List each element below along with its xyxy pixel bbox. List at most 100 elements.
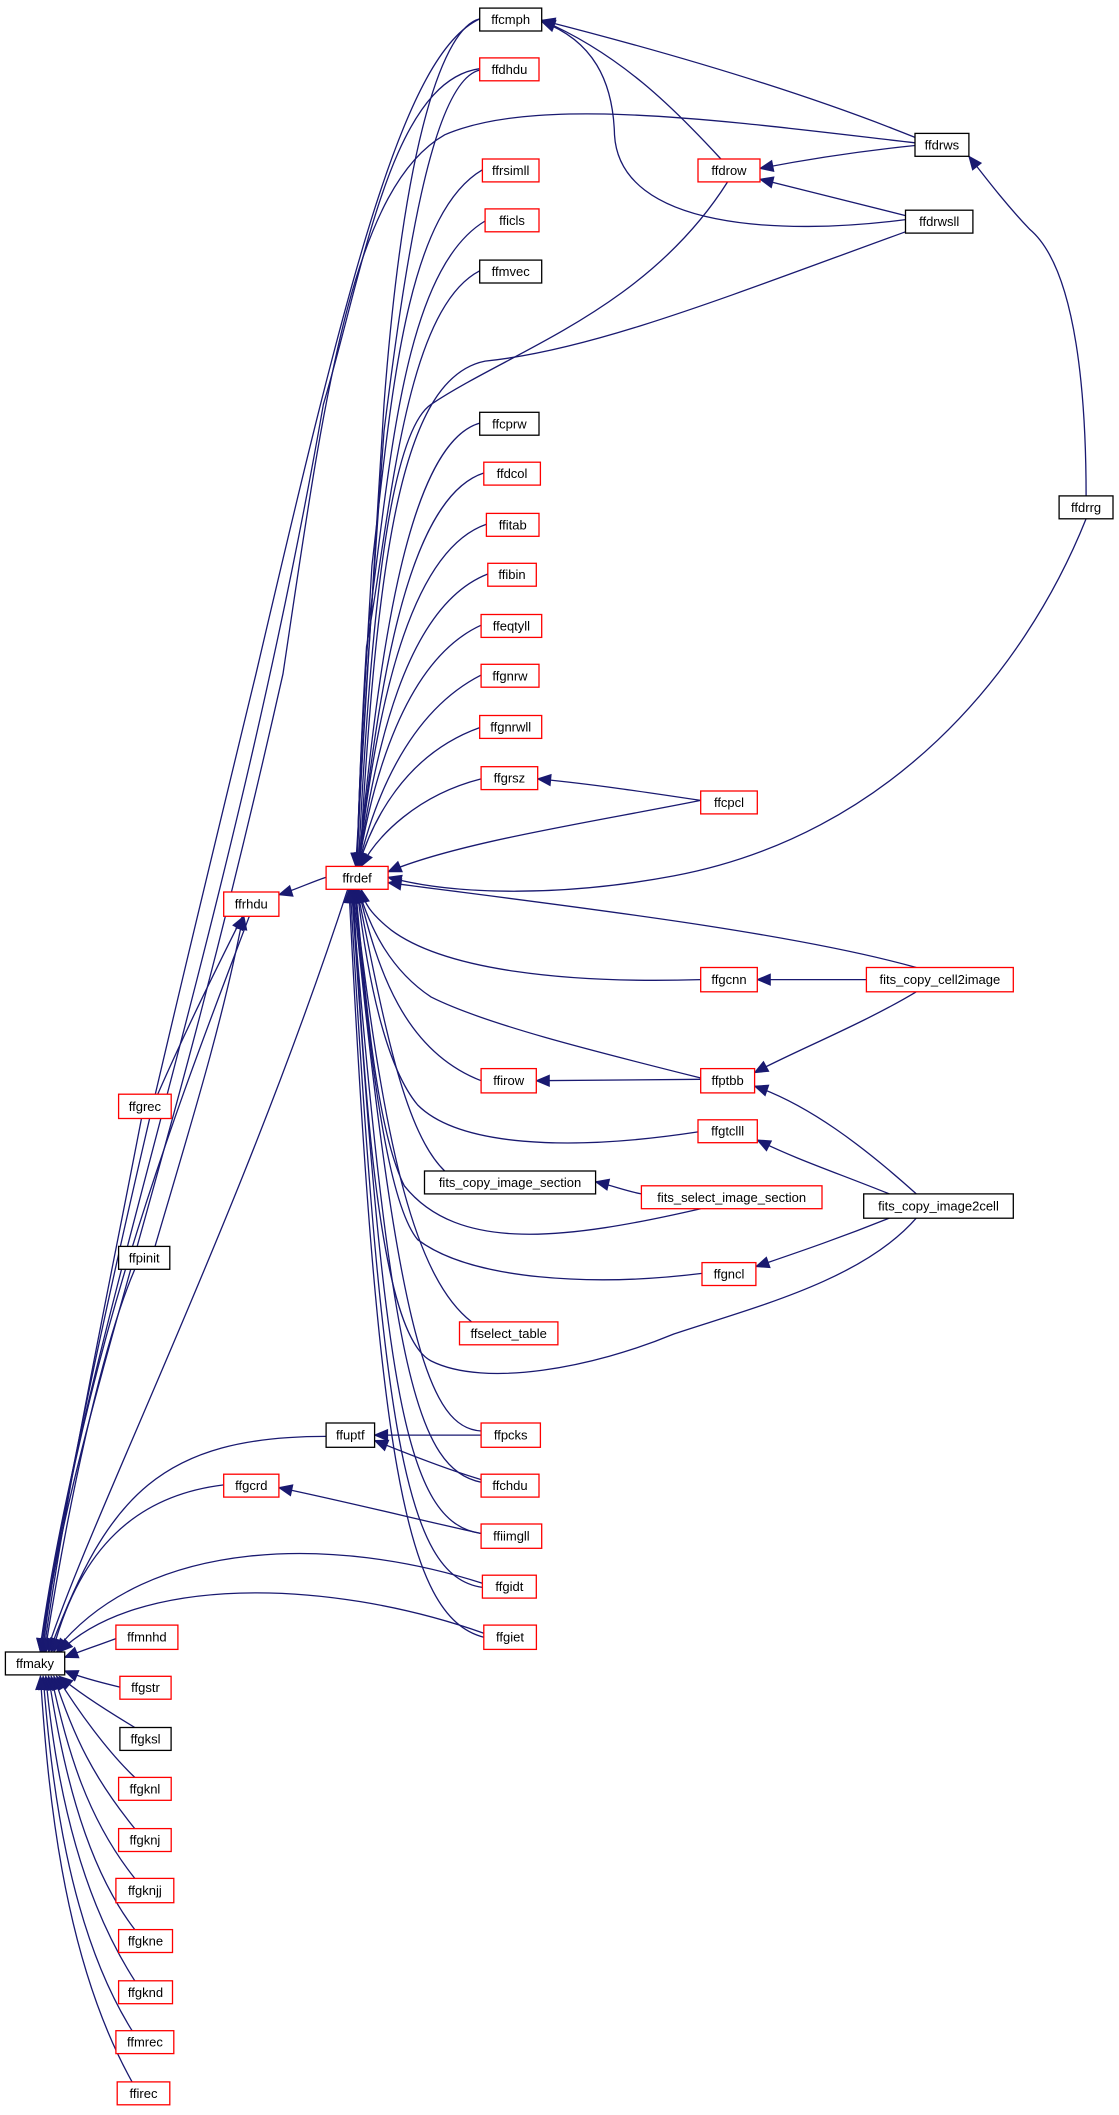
node-ffgcnn[interactable]: ffgcnn xyxy=(700,966,758,993)
node-ffpcks[interactable]: ffpcks xyxy=(480,1422,542,1448)
node-ffgiet[interactable]: ffgiet xyxy=(483,1624,538,1651)
edge-line xyxy=(537,778,701,802)
edge-line xyxy=(387,799,701,873)
node-label: ffmrec xyxy=(127,2035,163,2050)
node-ffgcrd[interactable]: ffgcrd xyxy=(223,1473,280,1498)
node-ffselect-table[interactable]: ffselect_table xyxy=(458,1321,559,1346)
node-label: ffdrwsll xyxy=(919,214,959,229)
node-ffcmph[interactable]: ffcmph xyxy=(479,7,543,32)
node-label: ffdrow xyxy=(711,163,747,178)
node-box xyxy=(480,766,539,791)
edge-ffdrrg-to-ffdrws xyxy=(968,155,1087,496)
node-box xyxy=(700,966,758,993)
edge-ffdrws-to-ffcmph xyxy=(540,17,916,139)
edge-arrowhead xyxy=(63,1670,80,1682)
edge-arrowhead xyxy=(277,1484,294,1497)
node-ffmaky[interactable]: ffmaky xyxy=(4,1651,66,1676)
edge-line xyxy=(41,113,916,1647)
edge-line xyxy=(352,889,917,1375)
node-box xyxy=(117,1245,171,1270)
node-ffrhdu[interactable]: ffrhdu xyxy=(223,891,280,917)
node-box xyxy=(117,1928,174,1954)
node-label: fficls xyxy=(499,213,525,228)
node-ffchdu[interactable]: ffchdu xyxy=(480,1473,540,1498)
node-box xyxy=(479,411,540,436)
node-ffibin[interactable]: ffibin xyxy=(487,562,537,587)
node-ffgnrw[interactable]: ffgnrw xyxy=(480,663,540,688)
edge-fits_copy_image2cell-to-ffrdef xyxy=(347,888,917,1375)
node-ffgknjj[interactable]: ffgknjj xyxy=(115,1877,175,1904)
node-fficls[interactable]: fficls xyxy=(484,208,540,233)
node-fits-copy-image2cell[interactable]: fits_copy_image2cell xyxy=(863,1193,1014,1219)
edge-line xyxy=(353,889,703,1281)
edge-line xyxy=(968,155,1087,496)
node-ffgksl[interactable]: ffgksl xyxy=(119,1726,172,1752)
node-ffgknl[interactable]: ffgknl xyxy=(117,1776,172,1801)
node-ffptbb[interactable]: ffptbb xyxy=(700,1067,756,1094)
node-label: ffgncl xyxy=(714,1267,745,1282)
node-label: ffgknjj xyxy=(128,1883,162,1898)
node-ffcprw[interactable]: ffcprw xyxy=(479,411,540,436)
node-ffmrec[interactable]: ffmrec xyxy=(115,2030,175,2055)
node-box xyxy=(480,663,540,688)
node-label: ffgtclll xyxy=(711,1124,744,1139)
node-ffgknd[interactable]: ffgknd xyxy=(117,1980,174,2005)
node-ffirow[interactable]: ffirow xyxy=(480,1067,537,1094)
node-fits-select-image-section[interactable]: fits_select_image_section xyxy=(640,1185,823,1210)
node-label: ffcprw xyxy=(492,416,527,431)
node-ffdhdu[interactable]: ffdhdu xyxy=(479,57,540,82)
node-ffiimgll[interactable]: ffiimgll xyxy=(480,1523,543,1549)
node-ffpinit[interactable]: ffpinit xyxy=(117,1245,171,1270)
node-ffdrwsll[interactable]: ffdrwsll xyxy=(904,209,974,234)
edge-arrowhead xyxy=(343,888,356,904)
edge-line xyxy=(357,573,489,867)
node-ffeqtyll[interactable]: ffeqtyll xyxy=(480,613,543,639)
node-label: ffmvec xyxy=(492,264,531,279)
node-ffdrws[interactable]: ffdrws xyxy=(914,132,970,157)
node-label: ffgstr xyxy=(131,1680,160,1695)
node-ffuptf[interactable]: ffuptf xyxy=(325,1422,376,1448)
node-ffgkne[interactable]: ffgkne xyxy=(117,1928,174,1954)
edge-arrowhead xyxy=(756,973,771,986)
node-fits-copy-cell2image[interactable]: fits_copy_cell2image xyxy=(865,966,1014,993)
node-ffdrrg[interactable]: ffdrrg xyxy=(1058,495,1114,520)
node-ffdcol[interactable]: ffdcol xyxy=(483,461,542,486)
node-label: ffrsimll xyxy=(492,163,529,178)
node-box xyxy=(483,1624,538,1651)
node-fits-copy-image-section[interactable]: fits_copy_image_section xyxy=(423,1170,597,1195)
node-ffgrsz[interactable]: ffgrsz xyxy=(480,766,539,791)
node-ffmvec[interactable]: ffmvec xyxy=(479,259,543,284)
node-ffgstr[interactable]: ffgstr xyxy=(119,1675,172,1700)
edge-line xyxy=(357,674,482,867)
node-ffgncl[interactable]: ffgncl xyxy=(701,1261,757,1287)
node-label: ffgknd xyxy=(128,1985,163,2000)
node-ffitab[interactable]: ffitab xyxy=(485,512,540,537)
node-box xyxy=(697,1119,758,1144)
edge-line xyxy=(56,1675,136,1778)
node-ffrsimll[interactable]: ffrsimll xyxy=(481,158,540,183)
edge-ffpinit-to-ffrhdu xyxy=(154,915,248,1247)
node-box xyxy=(223,1473,280,1498)
node-ffgnrwll[interactable]: ffgnrwll xyxy=(479,714,543,740)
node-label: ffgksl xyxy=(130,1731,160,1746)
node-box xyxy=(863,1193,1014,1219)
node-box xyxy=(480,1422,542,1448)
edge-line xyxy=(351,889,482,1535)
node-ffgidt[interactable]: ffgidt xyxy=(481,1574,537,1599)
node-ffgknj[interactable]: ffgknj xyxy=(117,1827,172,1853)
node-ffrdef[interactable]: ffrdef xyxy=(325,865,389,890)
node-label: ffpcks xyxy=(494,1428,528,1443)
edge-arrowhead xyxy=(63,1646,80,1659)
node-ffgtclll[interactable]: ffgtclll xyxy=(697,1119,758,1144)
node-label: ffmnhd xyxy=(127,1630,167,1645)
node-ffdrow[interactable]: ffdrow xyxy=(697,158,761,183)
node-ffmnhd[interactable]: ffmnhd xyxy=(115,1624,179,1651)
edge-fits_copy_cell2image-to-ffptbb xyxy=(753,991,917,1074)
edge-line xyxy=(56,1552,483,1650)
edge-line xyxy=(355,889,701,1235)
node-ffirec[interactable]: ffirec xyxy=(116,2081,171,2106)
node-ffgrec[interactable]: ffgrec xyxy=(117,1093,172,1120)
node-ffcpcl[interactable]: ffcpcl xyxy=(700,790,758,815)
edge-arrowhead xyxy=(58,1638,74,1653)
node-label: ffdrws xyxy=(925,137,960,152)
